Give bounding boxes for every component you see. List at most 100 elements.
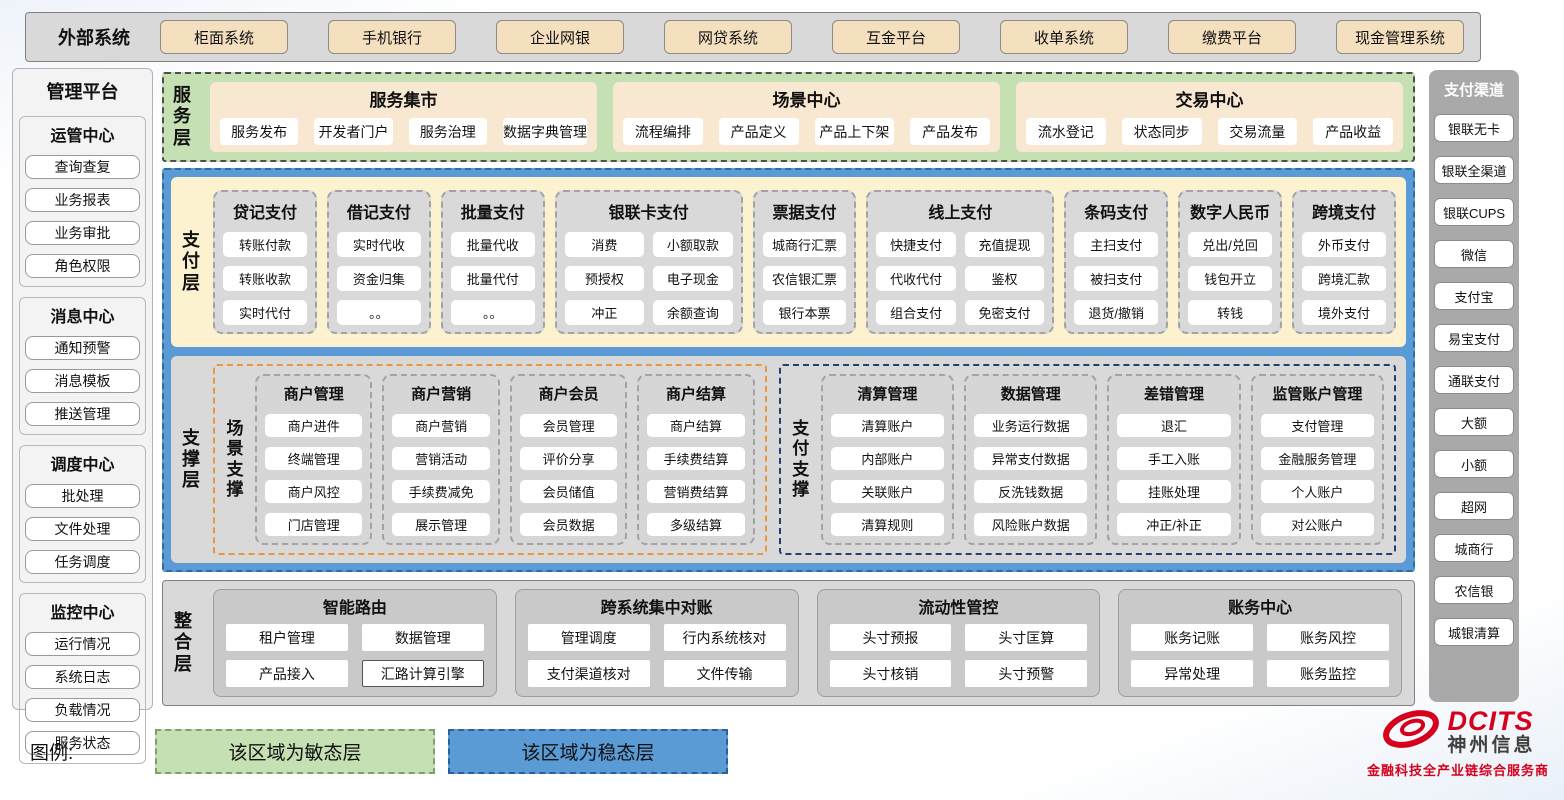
external-systems-label: 外部系统 [58, 28, 130, 48]
support-column-error: 差错管理 退汇 手工入账 挂账处理 冲正/补正 [1107, 374, 1241, 545]
integration-panel-routing: 智能路由 租户管理 数据管理 产品接入 汇路计算引擎 [213, 589, 497, 697]
payment-support-group: 支付支撑 清算管理 清算账户 内部账户 关联账户 清算规则 数据管理 业务运行数… [778, 364, 1396, 555]
support-column-title: 商户营销 [411, 386, 472, 403]
payment-item-box: 转账付款 [223, 232, 307, 257]
payment-item-box: 快捷支付 [876, 232, 956, 257]
support-item-box: 多级结算 [647, 513, 745, 536]
integration-item-grid: 租户管理 数据管理 产品接入 汇路计算引擎 [226, 624, 484, 687]
external-system-box: 收单系统 [1000, 20, 1128, 54]
support-item-box: 会员储值 [519, 480, 618, 503]
payment-support-label: 支付支撑 [792, 419, 810, 499]
stable-layer-container: 支付层 贷记支付 转账付款 转账收款 实时代付 借记支付 实时代收 资金归集 。… [162, 168, 1415, 572]
integration-layer: 整合层 智能路由 租户管理 数据管理 产品接入 汇路计算引擎 跨系统集中对账 管… [162, 580, 1415, 706]
payment-column-title: 借记支付 [346, 205, 411, 222]
support-layer-panel: 支撑层 场景支撑 商户管理 商户进件 终端管理 商户风控 门店管理 商户营销 商… [171, 356, 1406, 563]
payment-item-box: 代收代付 [876, 266, 956, 291]
payment-item-box: 充值提现 [964, 232, 1045, 257]
management-group-title: 运管中心 [50, 128, 115, 145]
management-item-box: 系统日志 [25, 665, 140, 689]
payment-channel-box: 大额 [1434, 408, 1514, 436]
support-item-box: 会员数据 [519, 513, 618, 536]
support-item-box: 业务运行数据 [974, 414, 1088, 437]
support-layer-label: 支撑层 [182, 427, 200, 491]
external-systems-bar: 外部系统 柜面系统 手机银行 企业网银 网贷系统 互金平台 收单系统 缴费平台 … [25, 12, 1481, 62]
support-item-box: 反洗钱数据 [974, 480, 1088, 503]
support-item-box: 挂账处理 [1117, 480, 1231, 503]
payment-item-box: 转钱 [1188, 300, 1273, 325]
support-item-box: 清算账户 [830, 414, 945, 437]
legend: 图例: 该区域为敏态层 该区域为稳态层 [30, 729, 741, 774]
payment-item-box: 转账收款 [223, 266, 307, 291]
legend-agile-swatch: 该区域为敏态层 [155, 729, 435, 774]
dcits-logo-text: DCITS 神州信息 [1447, 705, 1535, 757]
support-column-merchant-marketing: 商户营销 商户营销 营销活动 手续费减免 展示管理 [382, 374, 500, 545]
management-platform-title: 管理平台 [46, 82, 119, 102]
support-item-box: 个人账户 [1260, 480, 1375, 503]
payment-item-box: 冲正 [564, 300, 645, 325]
external-system-box: 现金管理系统 [1336, 20, 1464, 54]
support-item-box: 终端管理 [265, 447, 363, 470]
payment-column-title: 银联卡支付 [608, 205, 689, 222]
payment-channels-title: 支付渠道 [1443, 82, 1504, 99]
management-group-title: 调度中心 [50, 457, 115, 474]
dcits-brand: DCITS [1447, 705, 1534, 736]
support-item-box: 风险账户数据 [974, 513, 1088, 536]
payment-layer-label: 支付层 [182, 230, 200, 293]
management-platform-panel: 管理平台 运管中心 查询查复 业务报表 业务审批 角色权限 消息中心 通知预警 … [12, 68, 153, 764]
integration-item-box: 头寸匡算 [965, 624, 1088, 651]
management-item-box: 负载情况 [25, 698, 140, 722]
payment-channels-panel: 支付渠道 银联无卡 银联全渠道 银联CUPS 微信 支付宝 易宝支付 通联支付 … [1429, 70, 1519, 702]
management-item-box: 业务审批 [25, 221, 140, 245]
service-item-box: 交易流量 [1217, 118, 1298, 145]
support-column-regulatory-account: 监管账户管理 支付管理 金融服务管理 个人账户 对公账户 [1250, 374, 1385, 545]
integration-item-box: 头寸预报 [829, 624, 952, 651]
support-groups: 场景支撑 商户管理 商户进件 终端管理 商户风控 门店管理 商户营销 商户营销 … [213, 364, 1396, 555]
support-item-box: 会员管理 [519, 414, 618, 437]
payment-item-box: 组合支付 [876, 300, 956, 325]
payment-column-debit: 借记支付 实时代收 资金归集 。。 [326, 190, 431, 334]
payment-item-box: 电子现金 [653, 266, 733, 291]
payment-item-box: 资金归集 [336, 266, 421, 291]
payment-item-box: 被扫支付 [1074, 266, 1159, 291]
service-item-box: 产品收益 [1313, 118, 1393, 145]
external-system-box: 企业网银 [496, 20, 624, 54]
payment-column-title: 贷记支付 [232, 205, 297, 222]
support-item-box: 营销活动 [392, 447, 490, 470]
service-panel-title: 交易中心 [1175, 91, 1244, 110]
support-column-merchant-settlement: 商户结算 商户结算 手续费结算 营销费结算 多级结算 [637, 374, 755, 545]
payment-item-box: 钱包开立 [1188, 266, 1273, 291]
service-item-box: 数据字典管理 [502, 118, 587, 145]
integration-item-grid: 管理调度 行内系统核对 支付渠道核对 文件传输 [527, 624, 786, 687]
payment-channel-box: 超网 [1434, 492, 1514, 520]
support-item-box: 门店管理 [265, 513, 363, 536]
service-item-box: 服务发布 [220, 118, 299, 145]
support-item-box: 评价分享 [519, 447, 618, 470]
service-item-box: 流程编排 [623, 118, 703, 145]
payment-column-unionpay-card: 银联卡支付 消费 小额取款 预授权 电子现金 冲正 余额查询 [554, 190, 743, 334]
service-panel-scene: 场景中心 流程编排 产品定义 产品上下架 产品发布 [613, 82, 1000, 152]
payment-channel-box: 农信银 [1434, 576, 1514, 604]
integration-item-box: 账务监控 [1267, 660, 1389, 687]
support-column-clearing: 清算管理 清算账户 内部账户 关联账户 清算规则 [820, 374, 955, 545]
external-system-box: 网贷系统 [664, 20, 792, 54]
external-system-box: 互金平台 [832, 20, 960, 54]
payment-channel-box: 通联支付 [1434, 366, 1514, 394]
payment-item-box: 鉴权 [964, 266, 1045, 291]
integration-item-box: 产品接入 [226, 660, 348, 687]
integration-item-box: 账务风控 [1267, 624, 1389, 651]
support-item-box: 异常支付数据 [974, 447, 1088, 470]
payment-channel-box: 银联无卡 [1434, 114, 1514, 142]
management-group-title: 监控中心 [50, 605, 115, 622]
payment-item-box: 小额取款 [653, 232, 733, 257]
payment-item-box: 城商行汇票 [762, 232, 847, 257]
support-column-title: 数据管理 [1000, 386, 1061, 403]
integration-item-box: 行内系统核对 [663, 624, 786, 651]
integration-panel-liquidity: 流动性管控 头寸预报 头寸匡算 头寸核销 头寸预警 [816, 589, 1101, 697]
payment-item-box: 银行本票 [762, 300, 847, 325]
support-column-title: 监管账户管理 [1272, 386, 1363, 403]
legend-label: 图例: [30, 743, 74, 764]
service-panel-title: 服务集市 [369, 91, 438, 110]
payment-column-credit: 贷记支付 转账付款 转账收款 实时代付 [213, 190, 317, 334]
payment-channel-box: 银联全渠道 [1434, 156, 1514, 184]
payment-item-box: 批量代付 [450, 266, 535, 291]
